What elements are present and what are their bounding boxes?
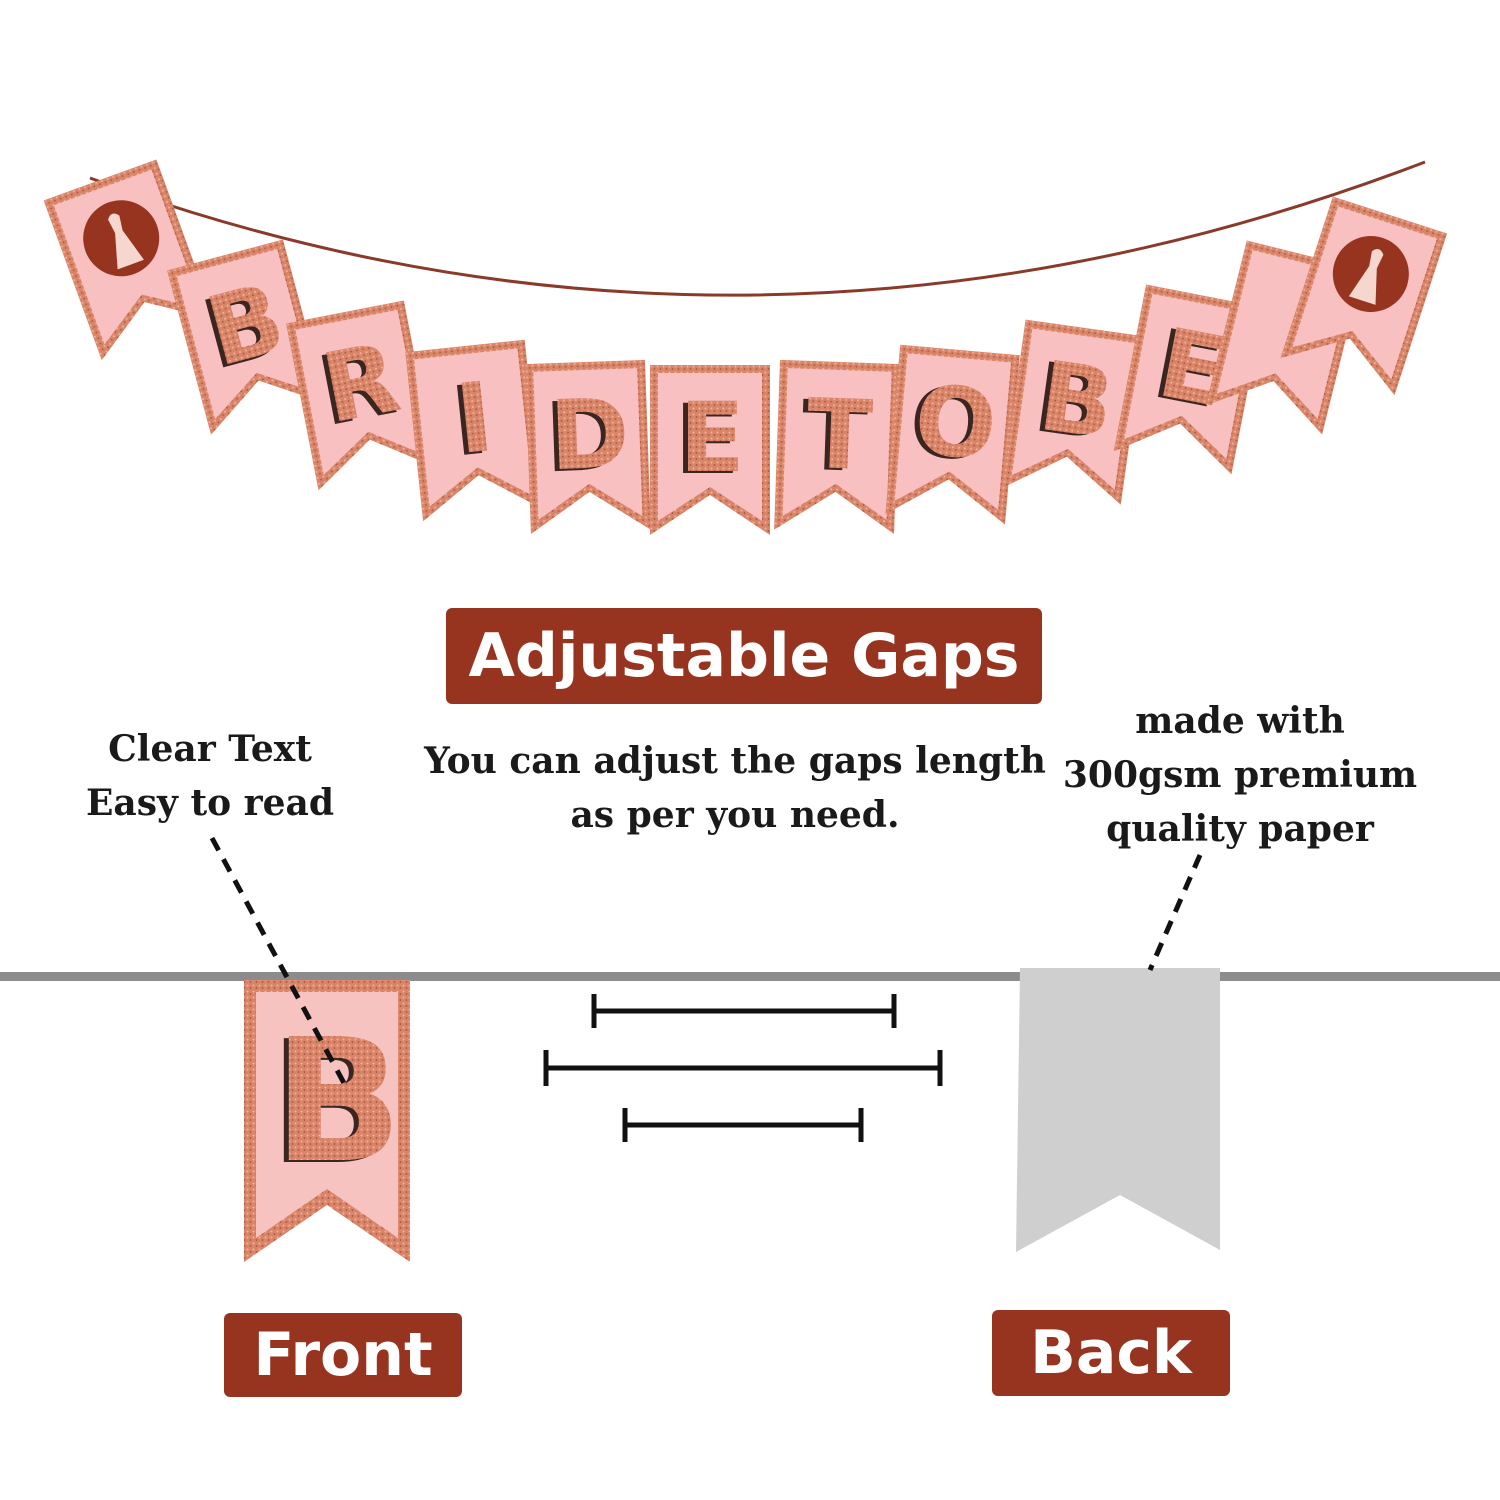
back-flag (1016, 968, 1220, 1252)
banner-letter: E (679, 382, 745, 494)
banner-flag-face (533, 368, 643, 520)
bride-dress-icon (1348, 249, 1384, 305)
back-label: Back (1030, 1318, 1192, 1388)
banner-flag-face (414, 348, 534, 507)
front-flag-inner (256, 992, 398, 1238)
paper-quality-line1: made with (1135, 700, 1345, 742)
banner-letter: O (910, 364, 1001, 483)
banner-emblem-flag (1280, 196, 1448, 396)
banner-letter-flag: OO (885, 344, 1020, 525)
banner-letter-flag: TT (774, 359, 900, 534)
banner-letter-flag: EE (650, 365, 770, 535)
gap-bar-3 (622, 1108, 864, 1142)
front-letter-shadow: B (268, 1005, 398, 1203)
banner-letter-shadow: D (543, 380, 627, 495)
banner-flag-face (782, 368, 892, 520)
gap-bar-1 (591, 994, 897, 1028)
gap-bar-2 (543, 1050, 943, 1086)
banner-flag-face (295, 309, 426, 476)
front-label: Front (253, 1320, 433, 1390)
bride-dress-icon (108, 213, 144, 270)
banner-letter-flag: BB (1001, 319, 1145, 505)
banner-flag-face (658, 373, 762, 521)
banner-flag-face (176, 249, 316, 420)
adjustable-gaps-badge: Adjustable Gaps (446, 608, 1042, 704)
banner-letter: T (805, 378, 874, 492)
back-badge: Back (992, 1310, 1230, 1396)
banner-letter-shadow: E (674, 384, 740, 496)
banner-flag-face (1124, 293, 1255, 460)
banner-flag-face (1011, 328, 1136, 490)
adjust-gaps-line2: as per you need. (570, 794, 900, 836)
hanging-cord (0, 972, 1500, 981)
banner-letter-flag: BB (167, 239, 327, 435)
clear-text-line1: Clear Text (108, 728, 312, 770)
banner-emblem-flag (43, 159, 215, 361)
banner-letter-shadow: O (905, 365, 996, 484)
paper-quality-pointer (1147, 854, 1203, 971)
adjustable-gaps-label: Adjustable Gaps (468, 621, 1020, 691)
banner-letter-shadow: T (800, 380, 869, 494)
clear-text-note: Clear Text Easy to read (60, 722, 360, 830)
banner-letter-flag: DD (525, 359, 651, 534)
banner-flag-face (894, 353, 1012, 510)
clear-text-line2: Easy to read (85, 782, 335, 824)
banner-string (89, 160, 1426, 297)
paper-quality-line3: quality paper (1106, 808, 1374, 850)
banner-letter-shadow: B (1028, 341, 1116, 462)
banner-letter: B (1033, 340, 1121, 461)
adjust-gaps-line1: You can adjust the gaps length (424, 740, 1046, 782)
banner-letter-flag: RR (286, 300, 437, 491)
adjust-gaps-note: You can adjust the gaps length as per yo… (410, 734, 1060, 842)
front-letter: B (273, 1003, 403, 1201)
paper-quality-note: made with 300gsm premium quality paper (1040, 694, 1440, 856)
front-badge: Front (224, 1313, 462, 1397)
paper-quality-line2: 300gsm premium (1062, 754, 1418, 796)
banner-letter-flag: II (405, 339, 543, 522)
banner-letter: D (548, 378, 632, 493)
